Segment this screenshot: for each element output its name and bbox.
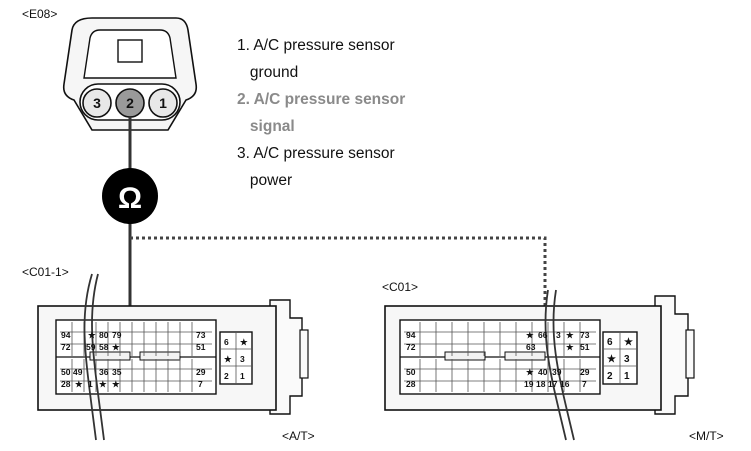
- c01-1-pin-50: 50: [61, 367, 71, 377]
- c01-pin-7: 7: [582, 379, 587, 389]
- c01-pin-66: 66: [538, 330, 548, 340]
- c01-1-pin-35: 35: [112, 367, 122, 377]
- c01-small-pin-star-b: ★: [607, 354, 616, 365]
- c01-1-pin-star-r1: ★: [88, 330, 97, 340]
- c01-1-small-pin-star-a: ★: [240, 337, 249, 347]
- c01-pin-18: 18: [536, 379, 546, 389]
- c01-1-pin-star-r4c: ★: [112, 379, 121, 389]
- c01-1-small-pin-2: 2: [224, 371, 229, 381]
- c01-small-pin-6: 6: [607, 337, 613, 348]
- c01-1-pin-51: 51: [196, 342, 206, 352]
- c01-pin-19: 19: [524, 379, 534, 389]
- ohmmeter-icon: Ω: [102, 168, 158, 224]
- c01-1-small-pin-1: 1: [240, 371, 245, 381]
- pin-legend: 1. A/C pressure sensor ground 2. A/C pre…: [237, 32, 405, 194]
- c01-pin-3: 3: [556, 330, 561, 340]
- at-variant-label: <A/T>: [282, 429, 315, 443]
- legend-item-3: 3. A/C pressure sensor power: [237, 145, 395, 189]
- c01-1-pin-star-r4a: ★: [75, 379, 84, 389]
- legend-item-1: 1. A/C pressure sensor ground: [237, 37, 395, 81]
- c01-1-pin-star-r4b: ★: [99, 379, 108, 389]
- c01-pin-50: 50: [406, 367, 416, 377]
- c01-pin-star-r1b: ★: [566, 330, 575, 340]
- c01-small-pin-1: 1: [624, 371, 630, 382]
- c01-1-connector-label: <C01-1>: [22, 265, 69, 279]
- c01-1-pin-36: 36: [99, 367, 109, 377]
- c01-pin-40: 40: [538, 367, 548, 377]
- c01-pin-star-r1a: ★: [526, 330, 535, 340]
- c01-pin-star-r3: ★: [526, 367, 535, 377]
- mt-variant-label: <M/T>: [689, 429, 724, 443]
- e08-connector-label: <E08>: [22, 7, 58, 21]
- c01-1-pin-72: 72: [61, 342, 71, 352]
- c01-pin-28: 28: [406, 379, 416, 389]
- c01-pin-39: 39: [552, 367, 562, 377]
- c01-small-pin-2: 2: [607, 371, 613, 382]
- c01-1-pin-59: 59: [86, 342, 96, 352]
- c01-pin-63: 63: [526, 342, 536, 352]
- c01-1-pin-star-r2: ★: [112, 342, 121, 352]
- c01-pin-29: 29: [580, 367, 590, 377]
- c01-1-pin-29: 29: [196, 367, 206, 377]
- c01-1-pin-7: 7: [198, 379, 203, 389]
- c01-pin-51: 51: [580, 342, 590, 352]
- c01-pin-17: 17: [548, 379, 558, 389]
- c01-1-pin-28: 28: [61, 379, 71, 389]
- c01-connector: 94 ★ 66 3 ★ 73 72 63 ★ 51 50 ★ 40 39 29 …: [384, 289, 695, 441]
- c01-1-small-pin-3: 3: [240, 354, 245, 364]
- c01-pin-94: 94: [406, 330, 416, 340]
- legend-item-2: 2. A/C pressure sensor signal: [237, 91, 406, 135]
- e08-pin-3: 3: [93, 95, 101, 111]
- c01-connector-label: <C01>: [382, 280, 419, 294]
- c01-pin-72: 72: [406, 342, 416, 352]
- c01-pin-star-r2: ★: [566, 342, 575, 352]
- c01-small-pin-star-a: ★: [624, 337, 633, 348]
- c01-1-pin-79: 79: [112, 330, 122, 340]
- c01-1-pin-49: 49: [73, 367, 83, 377]
- c01-1-small-pin-6: 6: [224, 337, 229, 347]
- e08-connector: 3 2 1: [62, 17, 198, 131]
- c01-1-pin-94: 94: [61, 330, 71, 340]
- ohm-symbol: Ω: [118, 182, 142, 215]
- c01-1-pin-58: 58: [99, 342, 109, 352]
- c01-1-small-pin-star-b: ★: [224, 354, 233, 364]
- e08-pin-1: 1: [159, 95, 167, 111]
- c01-1-pin-73: 73: [196, 330, 206, 340]
- c01-1-pin-80: 80: [99, 330, 109, 340]
- e08-pin-2: 2: [126, 95, 134, 111]
- c01-1-pin-1: 1: [88, 379, 93, 389]
- c01-small-pin-3: 3: [624, 354, 630, 365]
- c01-1-connector: 94 ★ 80 79 73 72 59 58 ★ 51 50 49 36 35 …: [37, 273, 309, 441]
- c01-pin-16: 16: [560, 379, 570, 389]
- c01-pin-73: 73: [580, 330, 590, 340]
